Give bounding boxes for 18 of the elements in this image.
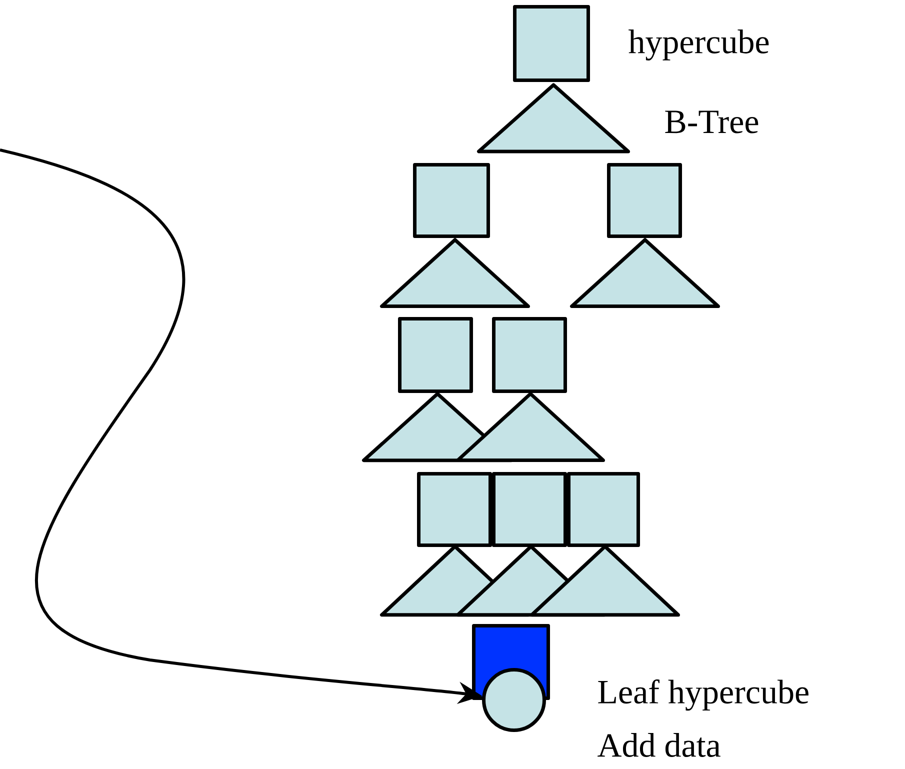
square-box — [417, 472, 492, 547]
triangle — [530, 544, 680, 617]
label: Add data — [598, 733, 720, 757]
square-box — [398, 317, 473, 393]
leaf-circle — [482, 668, 546, 732]
label: Leaf hypercube — [598, 679, 808, 711]
triangle — [380, 238, 530, 308]
triangle — [477, 83, 630, 154]
square-box — [492, 317, 567, 393]
triangle — [456, 392, 605, 462]
square-box — [567, 472, 640, 547]
square-box — [513, 5, 590, 82]
square-box — [607, 163, 682, 238]
triangle — [570, 238, 720, 308]
label: B-Tree — [665, 110, 758, 134]
square-box — [492, 472, 567, 547]
square-box — [413, 163, 490, 238]
label: hypercube — [628, 30, 769, 60]
